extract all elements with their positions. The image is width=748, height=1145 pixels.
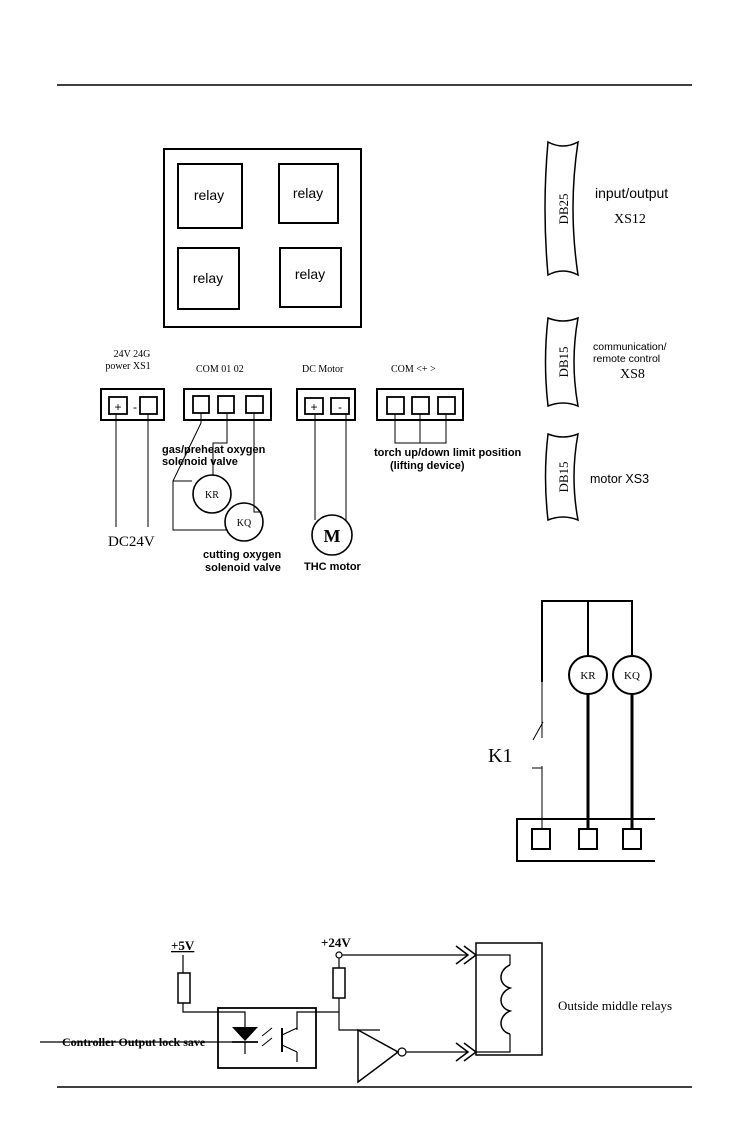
limit-header: COM <+ > <box>391 364 436 375</box>
kr-coil-label: KR <box>205 490 219 501</box>
relay-label-1: relay <box>194 187 224 203</box>
gas-valve-label-1: gas/preheat oxygen <box>162 444 266 456</box>
v24-label: +24V <box>321 935 351 950</box>
db25-connector: DB25 input/output XS12 <box>544 140 668 277</box>
limit-label-2: (lifting device) <box>390 460 465 472</box>
relay-board: relay relay relay relay <box>163 148 362 328</box>
relay-circuit-pin-2 <box>578 828 598 850</box>
v5-resistor <box>177 972 191 1004</box>
db15-motor-label: DB15 <box>556 461 571 492</box>
kq-coil <box>224 502 264 542</box>
kq-coil-label: KQ <box>237 518 252 529</box>
kr-coil <box>192 474 232 514</box>
db25-desc: input/output <box>595 185 668 201</box>
valve-wire-com <box>172 413 228 531</box>
relay-box-2 <box>278 163 339 224</box>
relay-circuit-terminal-block <box>516 818 655 862</box>
cut-valve-label-1: cutting oxygen <box>203 549 282 561</box>
db25-label: DB25 <box>556 193 571 224</box>
relay-kq-label: KQ <box>624 670 640 682</box>
valve-header: COM 01 02 <box>196 364 244 375</box>
db15-comm-label: DB15 <box>556 346 571 377</box>
optocoupler <box>217 1007 317 1069</box>
relay-box-4 <box>279 247 342 308</box>
valve-pin-com <box>192 395 210 414</box>
db25-id: XS12 <box>614 212 646 227</box>
limit-pin-com <box>386 396 405 415</box>
limit-terminal: COM <+ > torch up/down limit position (l… <box>374 364 522 472</box>
thc-motor-label: THC motor <box>304 561 362 573</box>
db15-comm-id: XS8 <box>620 367 645 382</box>
gas-valve-label-2: solenoid valve <box>162 456 238 468</box>
valve-wire-02 <box>253 413 262 513</box>
limit-pin-up <box>411 396 430 415</box>
motor-pin-plus <box>304 397 324 415</box>
power-header-2: power XS1 <box>105 361 150 372</box>
motor-header: DC Motor <box>302 364 344 375</box>
power-pin-plus <box>108 396 128 415</box>
db15-comm-connector: DB15 communication/ remote control XS8 <box>544 316 667 408</box>
valve-terminal: COM 01 02 KR KQ gas/preheat oxygen solen… <box>162 364 282 574</box>
power-minus-sign: - <box>133 400 137 414</box>
db15-motor-desc: motor XS3 <box>590 472 649 486</box>
input-label: Controller Output lock save <box>62 1035 206 1049</box>
power-plus-sign: + <box>114 400 121 414</box>
k1-label: K1 <box>488 745 512 767</box>
relay-label-3: relay <box>193 270 223 286</box>
relay-box-1 <box>177 163 243 229</box>
outside-relay-label: Outside middle relays <box>558 998 672 1013</box>
power-header-1: 24V 24G <box>114 349 151 360</box>
db25-outline <box>544 140 579 277</box>
outside-relay-box <box>475 942 543 1056</box>
relay-box-3 <box>177 247 240 310</box>
relay-label-2: relay <box>293 185 323 201</box>
power-terminal-block <box>100 388 165 421</box>
cut-valve-label-2: solenoid valve <box>205 562 281 574</box>
motor-plus-sign: + <box>310 400 317 414</box>
inverter-gate <box>357 1028 400 1084</box>
relay-board-outline <box>163 148 362 328</box>
relay-circuit: KR KQ K1 <box>488 600 655 862</box>
power-terminal: 24V 24G power XS1 + - DC24V <box>100 349 165 550</box>
outside-relay-coil <box>500 964 513 1035</box>
opto-led <box>232 1027 258 1041</box>
valve-pin-02 <box>245 395 264 414</box>
limit-pin-down <box>437 396 456 415</box>
v5-label: +5V <box>171 938 195 953</box>
db15-comm-desc-1: communication/ <box>593 341 667 353</box>
relay-circuit-pin-3 <box>622 828 642 850</box>
db15-comm-outline <box>544 316 579 408</box>
motor-terminal-block <box>296 388 356 421</box>
motor-symbol-letter: M <box>324 526 341 546</box>
power-supply-label: DC24V <box>108 534 155 550</box>
v24-node <box>335 951 343 959</box>
db15-motor-connector: DB15 motor XS3 <box>544 432 649 522</box>
motor-minus-sign: - <box>338 400 342 414</box>
relay-label-4: relay <box>295 266 325 282</box>
valve-pin-01 <box>217 395 235 414</box>
relay-circuit-pin-1 <box>531 828 551 850</box>
opto-circuit: +5V +24V Controller Output lock save <box>40 935 672 1084</box>
v24-resistor <box>332 967 346 999</box>
limit-label-1: torch up/down limit position <box>374 447 522 459</box>
valve-wire-01 <box>212 413 228 476</box>
motor-symbol <box>311 514 353 556</box>
motor-pin-minus <box>330 397 350 415</box>
db15-motor-outline <box>544 432 579 522</box>
k1-switch-contact <box>532 721 544 741</box>
relay-kr-label: KR <box>580 670 596 682</box>
power-pin-minus <box>139 396 158 415</box>
db15-comm-desc-2: remote control <box>593 353 660 365</box>
motor-terminal: DC Motor + - M THC motor <box>296 364 362 573</box>
